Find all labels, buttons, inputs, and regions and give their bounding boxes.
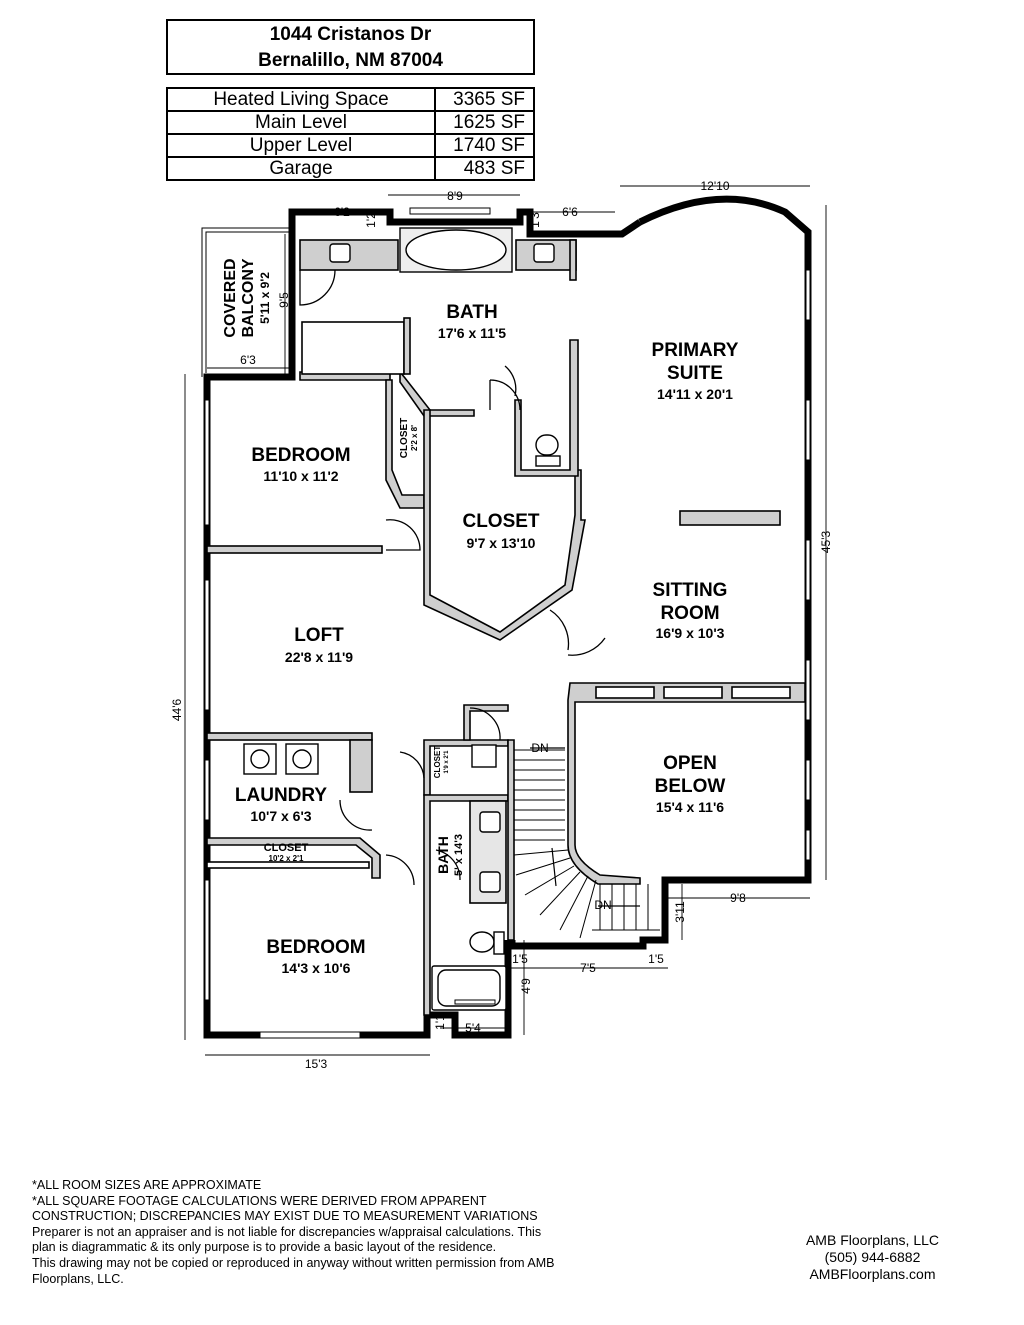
address-line2: Bernalillo, NM 87004 [258,50,443,71]
dimension-label: 44'6 [170,699,184,722]
room-size: 10'2 x 2'1 [269,854,304,863]
bath2-label: BATH 5' x 14'3 [435,834,465,876]
room-label: BATH [446,302,497,323]
room-label: BEDROOM [251,445,350,466]
room-label: COVERED [222,258,239,337]
sqft-label: Garage [166,156,436,181]
room-label: CLOSET [399,418,410,459]
dimension-label: 1'5 [512,952,528,966]
note-line: Floorplans, LLC. [32,1271,124,1286]
dimension-label: 45'3 [819,531,833,554]
room-label: LOFT [294,625,344,646]
dimension-label: 7'5 [580,961,596,975]
room-label: BEDROOM [266,937,365,958]
note-line: plan is diagrammatic & its only purpose … [32,1240,497,1255]
balcony-label: COVERED BALCONY 5'11 x 9'2 [222,258,272,337]
sqft-value: 3365 SF [434,87,535,112]
linen-closet-label: CLOSET 1'9 x 2'1 [433,746,450,779]
fixtures [243,227,561,1011]
dimension-label: 1'3 [528,212,542,228]
stair-arrows [530,747,640,907]
room-label: BATH [435,836,451,874]
dimension-label: 6'3 [240,353,256,367]
dimension-lines [184,185,827,1056]
room-size: 10'7 x 6'3 [250,808,311,824]
stairs [513,749,660,939]
sqft-label: Upper Level [166,133,436,158]
company-info: AMB Floorplans, LLC (505) 944-6882 AMBFl… [780,1232,965,1283]
dimension-label: 3'11 [673,901,687,923]
room-label: CLOSET [462,511,539,532]
room-size: 11'10 x 11'2 [263,468,338,484]
doors [299,269,606,886]
dimension-label: 15'3 [305,1057,328,1071]
room-label: PRIMARY [652,340,739,361]
sqft-value: 483 SF [434,156,535,181]
room-label: LAUNDRY [235,785,328,806]
company-phone: (505) 944-6882 [824,1249,921,1265]
windows [204,207,811,1039]
dimension-label: 6'2 [334,205,350,219]
room-label: OPEN [663,753,717,774]
room-label: CLOSET [264,842,309,854]
dimension-label: 6'6 [562,205,578,219]
dimension-label: 9'8 [730,891,746,905]
dimension-label: 1'2 [364,212,378,228]
room-label: BELOW [655,776,726,797]
room-size: 14'11 x 20'1 [657,386,733,402]
stair-down-label: DN [531,741,548,755]
dimension-label: 1'5 [648,952,664,966]
covered-balcony-rail [201,227,292,377]
company-website: AMBFloorplans.com [809,1266,936,1282]
room-size: 16'9 x 10'3 [656,625,725,641]
room-size: 22'8 x 11'9 [285,649,353,665]
dimension-label: 8'9 [447,189,463,203]
address-line1: 1044 Cristanos Dr [269,24,432,45]
room-size: 5' x 14'3 [453,834,465,876]
stair-down-label: DN [594,898,611,912]
room-size: 17'6 x 11'5 [438,325,506,341]
room-label: SITTING [653,580,728,601]
sqft-value: 1740 SF [434,133,535,158]
sqft-label: Heated Living Space [166,87,436,112]
dimension-label: 1'1 [433,1014,447,1030]
address-box: 1044 Cristanos Dr Bernalillo, NM 87004 [166,19,535,75]
room-label: ROOM [660,603,719,624]
sqft-label: Main Level [166,110,436,135]
dimension-label: 9'5 [277,292,291,308]
small-closet-label: CLOSET 2'2 x 8' [399,418,419,459]
room-size: 9'7 x 13'10 [467,535,536,551]
dimension-label: 4'9 [519,978,533,994]
note-line: *ALL ROOM SIZES ARE APPROXIMATE [32,1178,262,1192]
sqft-value: 1625 SF [434,110,535,135]
room-size: 2'2 x 8' [410,425,419,451]
room-size: 15'4 x 11'6 [656,799,724,815]
dimension-label: 12'10 [701,179,730,193]
room-size: 1'9 x 2'1 [444,750,450,774]
room-label: SUITE [667,363,723,384]
interior-walls [206,239,806,1016]
note-line: Preparer is not an appraiser and is not … [32,1224,542,1239]
disclaimer-notes: *ALL ROOM SIZES ARE APPROXIMATE *ALL SQU… [32,1178,632,1287]
company-name: AMB Floorplans, LLC [805,1232,940,1248]
room-size: 5'11 x 9'2 [258,272,272,324]
note-line: CONSTRUCTION; DISCREPANCIES MAY EXIST DU… [32,1209,538,1224]
room-label: CLOSET [433,746,442,779]
note-line: This drawing may not be copied or reprod… [32,1255,555,1270]
note-line: *ALL SQUARE FOOTAGE CALCULATIONS WERE DE… [32,1193,487,1208]
dimension-label: 5'4 [465,1021,481,1035]
room-label: BALCONY [240,258,257,337]
room-size: 14'3 x 10'6 [282,960,351,976]
